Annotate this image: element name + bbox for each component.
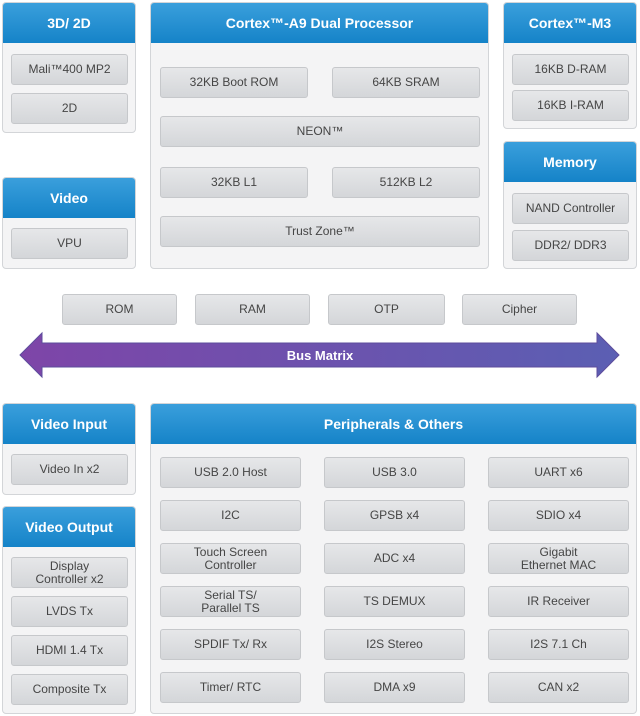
vpu-chip: VPU (11, 228, 128, 259)
gigabit-ethernet-chip: Gigabit Ethernet MAC (488, 543, 629, 574)
video-output-panel: Video Output Display Controller x2 LVDS … (2, 506, 136, 714)
i-ram-chip: 16KB I-RAM (512, 90, 629, 121)
i2s-stereo-chip: I2S Stereo (324, 629, 465, 660)
video-in-chip: Video In x2 (11, 454, 128, 485)
memory-title: Memory (504, 142, 636, 182)
bus-rom-chip: ROM (62, 294, 177, 325)
display-controller-chip: Display Controller x2 (11, 557, 128, 588)
cpu-panel: Cortex™-A9 Dual Processor 32KB Boot ROM … (150, 2, 489, 269)
bus-cipher-chip: Cipher (462, 294, 577, 325)
l1-cache-chip: 32KB L1 (160, 167, 308, 198)
l2-cache-chip: 512KB L2 (332, 167, 480, 198)
mali-400-chip: Mali™400 MP2 (11, 54, 128, 85)
usb-2-host-chip: USB 2.0 Host (160, 457, 301, 488)
ddr-chip: DDR2/ DDR3 (512, 230, 629, 261)
ts-demux-chip: TS DEMUX (324, 586, 465, 617)
video-input-panel: Video Input Video In x2 (2, 403, 136, 495)
video-output-title: Video Output (3, 507, 135, 547)
video-panel: Video VPU (2, 177, 136, 269)
mcu-panel: Cortex™-M3 16KB D-RAM 16KB I-RAM (503, 2, 637, 129)
bus-otp-chip: OTP (328, 294, 445, 325)
memory-panel: Memory NAND Controller DDR2/ DDR3 (503, 141, 637, 269)
lvds-tx-chip: LVDS Tx (11, 596, 128, 627)
peripherals-panel: Peripherals & Others USB 2.0 Host USB 3.… (150, 403, 637, 714)
video-input-title: Video Input (3, 404, 135, 444)
mcu-title: Cortex™-M3 (504, 3, 636, 43)
gpsb-chip: GPSB x4 (324, 500, 465, 531)
peripherals-title: Peripherals & Others (151, 404, 636, 444)
dma-chip: DMA x9 (324, 672, 465, 703)
i2c-chip: I2C (160, 500, 301, 531)
2d-chip: 2D (11, 93, 128, 124)
video-title: Video (3, 178, 135, 218)
timer-rtc-chip: Timer/ RTC (160, 672, 301, 703)
bus-ram-chip: RAM (195, 294, 310, 325)
sram-chip: 64KB SRAM (332, 67, 480, 98)
can-chip: CAN x2 (488, 672, 629, 703)
cpu-title: Cortex™-A9 Dual Processor (151, 3, 488, 43)
touch-screen-controller-chip: Touch Screen Controller (160, 543, 301, 574)
bus-matrix-label: Bus Matrix (286, 347, 354, 363)
gpu-title: 3D/ 2D (3, 3, 135, 43)
sdio-chip: SDIO x4 (488, 500, 629, 531)
composite-tx-chip: Composite Tx (11, 674, 128, 705)
serial-parallel-ts-chip: Serial TS/ Parallel TS (160, 586, 301, 617)
ir-receiver-chip: IR Receiver (488, 586, 629, 617)
neon-chip: NEON™ (160, 116, 480, 147)
d-ram-chip: 16KB D-RAM (512, 54, 629, 85)
trust-zone-chip: Trust Zone™ (160, 216, 480, 247)
adc-chip: ADC x4 (324, 543, 465, 574)
spdif-chip: SPDIF Tx/ Rx (160, 629, 301, 660)
hdmi-tx-chip: HDMI 1.4 Tx (11, 635, 128, 666)
i2s-71-chip: I2S 7.1 Ch (488, 629, 629, 660)
usb-3-chip: USB 3.0 (324, 457, 465, 488)
boot-rom-chip: 32KB Boot ROM (160, 67, 308, 98)
uart-chip: UART x6 (488, 457, 629, 488)
gpu-panel: 3D/ 2D Mali™400 MP2 2D (2, 2, 136, 133)
nand-controller-chip: NAND Controller (512, 193, 629, 224)
